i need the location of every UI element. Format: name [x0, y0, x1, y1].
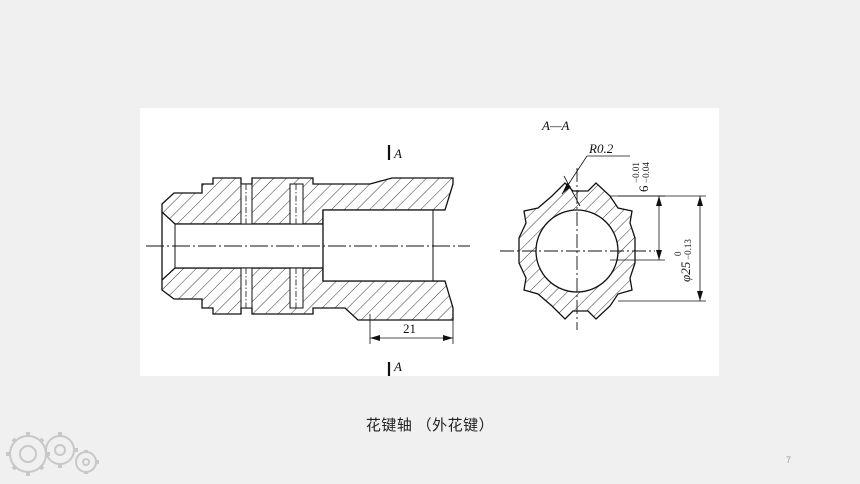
gears-logo-icon [6, 432, 99, 476]
dim-width-lower: −0.04 [641, 162, 651, 183]
dim-width-upper: −0.01 [631, 162, 641, 183]
cross-section-a-a: A—A R0.2 6 [500, 118, 706, 330]
dim-width-nominal: 6 [636, 185, 651, 192]
dimension-length: 21 [403, 321, 416, 336]
dim-dia-upper: 0 [673, 251, 683, 256]
section-mark-bottom: A [393, 359, 402, 374]
dim-dia-lower: −0.13 [683, 239, 693, 260]
dim-dia-nominal: φ25 [678, 261, 693, 282]
section-title: A—A [541, 118, 570, 133]
spline-shaft-drawing: A A 21 A—A [146, 118, 706, 376]
radius-label: R0.2 [588, 141, 614, 156]
page-number: 7 [786, 455, 792, 465]
figure-caption: 花键轴 （外花键） [365, 418, 495, 434]
technical-drawing: A A 21 A—A [140, 108, 719, 376]
longitudinal-section: A A 21 [146, 145, 470, 376]
section-mark-top: A [393, 146, 402, 161]
